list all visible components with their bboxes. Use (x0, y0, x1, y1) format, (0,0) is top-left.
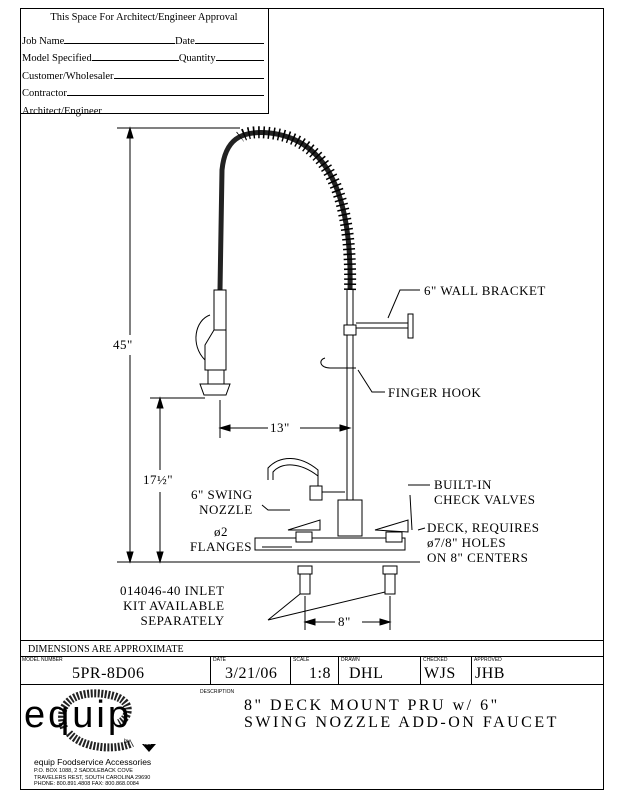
label-centers: 8" (338, 614, 351, 629)
checked-by: WJS (424, 665, 456, 682)
drawn-cell: DRAWN DHL (338, 656, 420, 684)
label-finger-hook: FINGER HOOK (388, 385, 482, 400)
label-swing-nozzle: 6" SWING NOZZLE (191, 487, 253, 517)
pre-rinse-sprayer (195, 289, 231, 396)
caption: MODEL NUMBER (22, 657, 63, 663)
field-label: Model Specified (22, 53, 92, 64)
field-label: Date (174, 35, 195, 47)
riser-and-spring (217, 126, 357, 530)
checked-cell: CHECKED WJS (420, 656, 471, 684)
finger-hook (320, 357, 385, 393)
caption: DATE (213, 657, 226, 663)
company-name: equip Foodservice Accessories (34, 757, 152, 767)
description: 8" DECK MOUNT PRU w/ 6" SWING NOZZLE ADD… (244, 697, 559, 731)
dimension-17-5-in (150, 396, 205, 564)
label-flanges: ø2 FLANGES (190, 524, 253, 554)
phone-line: PHONE: 800.891.4808 FAX: 800.868.0084 (34, 781, 139, 787)
address-line: P.O. BOX 1088, 2 SADDLEBACK COVE (34, 768, 133, 774)
field-job-name: Job Name Date (20, 29, 268, 47)
label-spray-height: 17½" (143, 472, 174, 487)
caption: SCALE (293, 657, 310, 663)
description-caption: DESCRIPTION (200, 689, 235, 695)
caption: DRAWN (341, 657, 360, 663)
field-label: Job Name (22, 35, 65, 47)
field-label: Contractor (22, 88, 67, 99)
scale: 1:8 (309, 665, 331, 682)
label-overall-height: 45" (113, 337, 133, 352)
wall-bracket (356, 289, 420, 339)
faucet-drawing (117, 126, 430, 630)
caption: APPROVED (474, 657, 502, 663)
field-architect: Architect/Engineer (20, 99, 268, 117)
field-customer: Customer/Wholesaler (20, 64, 268, 82)
model-number-cell: MODEL NUMBER 5PR-8D06 (20, 656, 210, 684)
dimension-13-in (218, 400, 352, 438)
inlet-shanks (267, 565, 398, 621)
company-address: P.O. BOX 1088, 2 SADDLEBACK COVE TRAVELE… (34, 768, 150, 788)
faucet-body (254, 484, 430, 563)
dimension-45-in (117, 126, 270, 564)
page-border (20, 8, 604, 790)
label-wall-bracket: 6" WALL BRACKET (424, 283, 546, 298)
logo-graphic (58, 689, 156, 752)
label-inlet-kit: 014046-40 INLET KIT AVAILABLE SEPARATELY (120, 583, 225, 628)
approved-by: JHB (475, 665, 505, 682)
approval-box: This Space For Architect/Engineer Approv… (20, 8, 269, 117)
scale-cell: SCALE 1:8 (290, 656, 338, 684)
title-block-row: MODEL NUMBER 5PR-8D06 DATE 3/21/06 SCALE… (20, 656, 604, 685)
equip-logo: equip by T&S (24, 688, 174, 754)
field-label: Customer/Wholesaler (22, 70, 114, 82)
address-line: TRAVELERS REST, SOUTH CAROLINA 29690 (34, 774, 151, 781)
date-cell: DATE 3/21/06 (210, 656, 290, 684)
field-label: Architect/Engineer (22, 105, 102, 117)
approved-cell: APPROVED JHB (471, 656, 604, 684)
dimension-8-in (303, 596, 392, 630)
label-deck: DECK, REQUIRES ø7/8" HOLES ON 8" CENTERS (427, 520, 540, 565)
field-model-specified: Model Specified Quantity (20, 47, 268, 64)
field-label: Quantity (178, 53, 216, 64)
label-check-valves: BUILT-IN CHECK VALVES (434, 477, 536, 507)
brand-mark: T&S (143, 741, 151, 746)
dimensions-note: DIMENSIONS ARE APPROXIMATE (20, 640, 604, 657)
swing-nozzle (261, 458, 345, 511)
model-number: 5PR-8D06 (72, 665, 145, 682)
drawn-by: DHL (349, 665, 384, 682)
logo-by: by (124, 739, 131, 745)
date: 3/21/06 (225, 665, 278, 682)
field-contractor: Contractor (20, 82, 268, 99)
caption: CHECKED (423, 657, 448, 663)
approval-title: This Space For Architect/Engineer Approv… (50, 12, 238, 23)
logo-text: equip (24, 694, 132, 736)
label-reach: 13" (270, 420, 290, 435)
